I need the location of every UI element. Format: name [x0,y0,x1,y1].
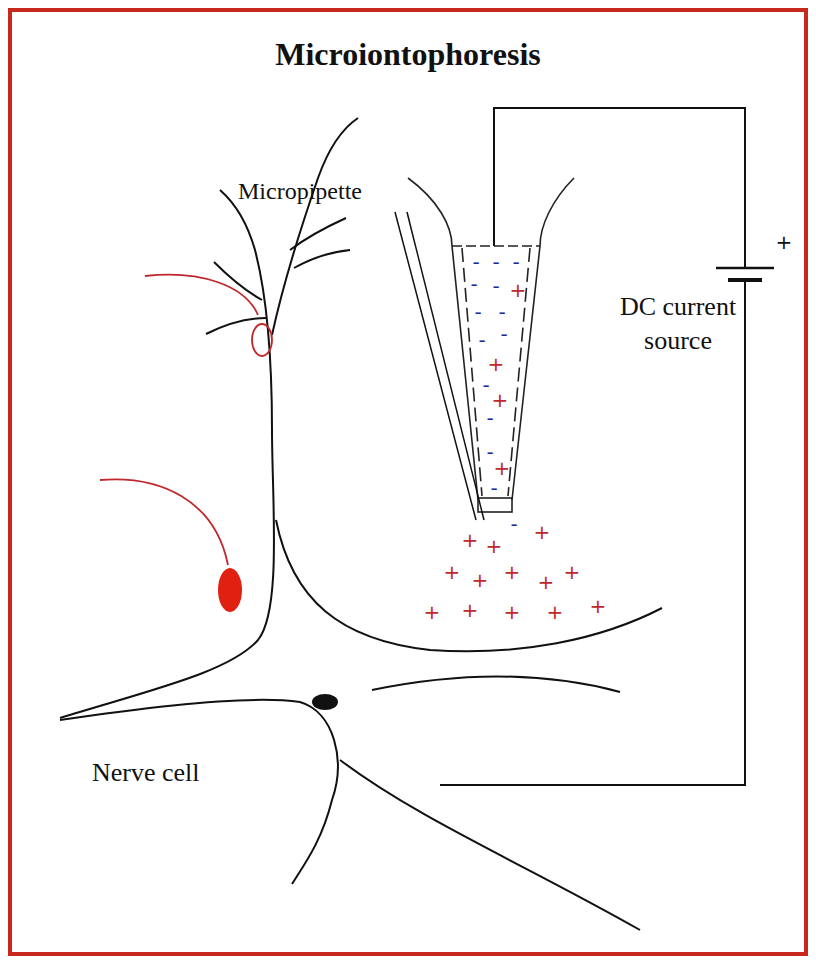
charge-sign: + [443,562,462,582]
charge-sign: + [537,572,556,592]
charge-sign: - [481,375,490,395]
charge-sign: + [509,280,528,300]
charge-sign: + [471,570,490,590]
frame [10,10,806,954]
polarity-sign: + [775,232,794,252]
charge-sign: - [477,330,486,350]
charge-sign: + [503,562,522,582]
charge-sign: - [511,252,520,272]
charge-sign: - [509,514,518,534]
charge-sign: - [491,252,500,272]
charge-sign: + [533,522,552,542]
nerve-cell [60,118,662,930]
charge-sign: + [589,596,608,616]
charge-sign: - [473,302,482,322]
diagram-title: Microiontophoresis [0,36,816,73]
part-label: DC current source [614,290,742,358]
charge-sign: + [563,562,582,582]
leader-line [407,212,484,520]
part-label: Nerve cell [92,756,200,790]
charge-sign: - [485,408,494,428]
charge-sign: + [485,536,504,556]
wire [494,108,745,268]
leader-line [395,212,476,520]
charge-sign: - [485,442,494,462]
charge-sign: - [489,478,498,498]
charge-sign: + [461,600,480,620]
micropipette-body [408,178,574,512]
charge-sign: + [503,602,522,622]
part-label: Micropipette [238,176,362,207]
charge-sign: - [497,302,506,322]
battery-plate [716,267,774,270]
charge-sign: + [546,602,565,622]
charge-sign: + [493,458,512,478]
charge-sign: - [491,276,500,296]
charge-sign: + [487,354,506,374]
charge-sign: + [461,530,480,550]
charge-sign: - [469,274,478,294]
charge-sign: + [423,602,442,622]
axon-terminal [100,275,272,612]
charge-sign: - [499,324,508,344]
charge-sign: - [471,252,480,272]
charge-sign: + [491,390,510,410]
wire [440,280,745,785]
